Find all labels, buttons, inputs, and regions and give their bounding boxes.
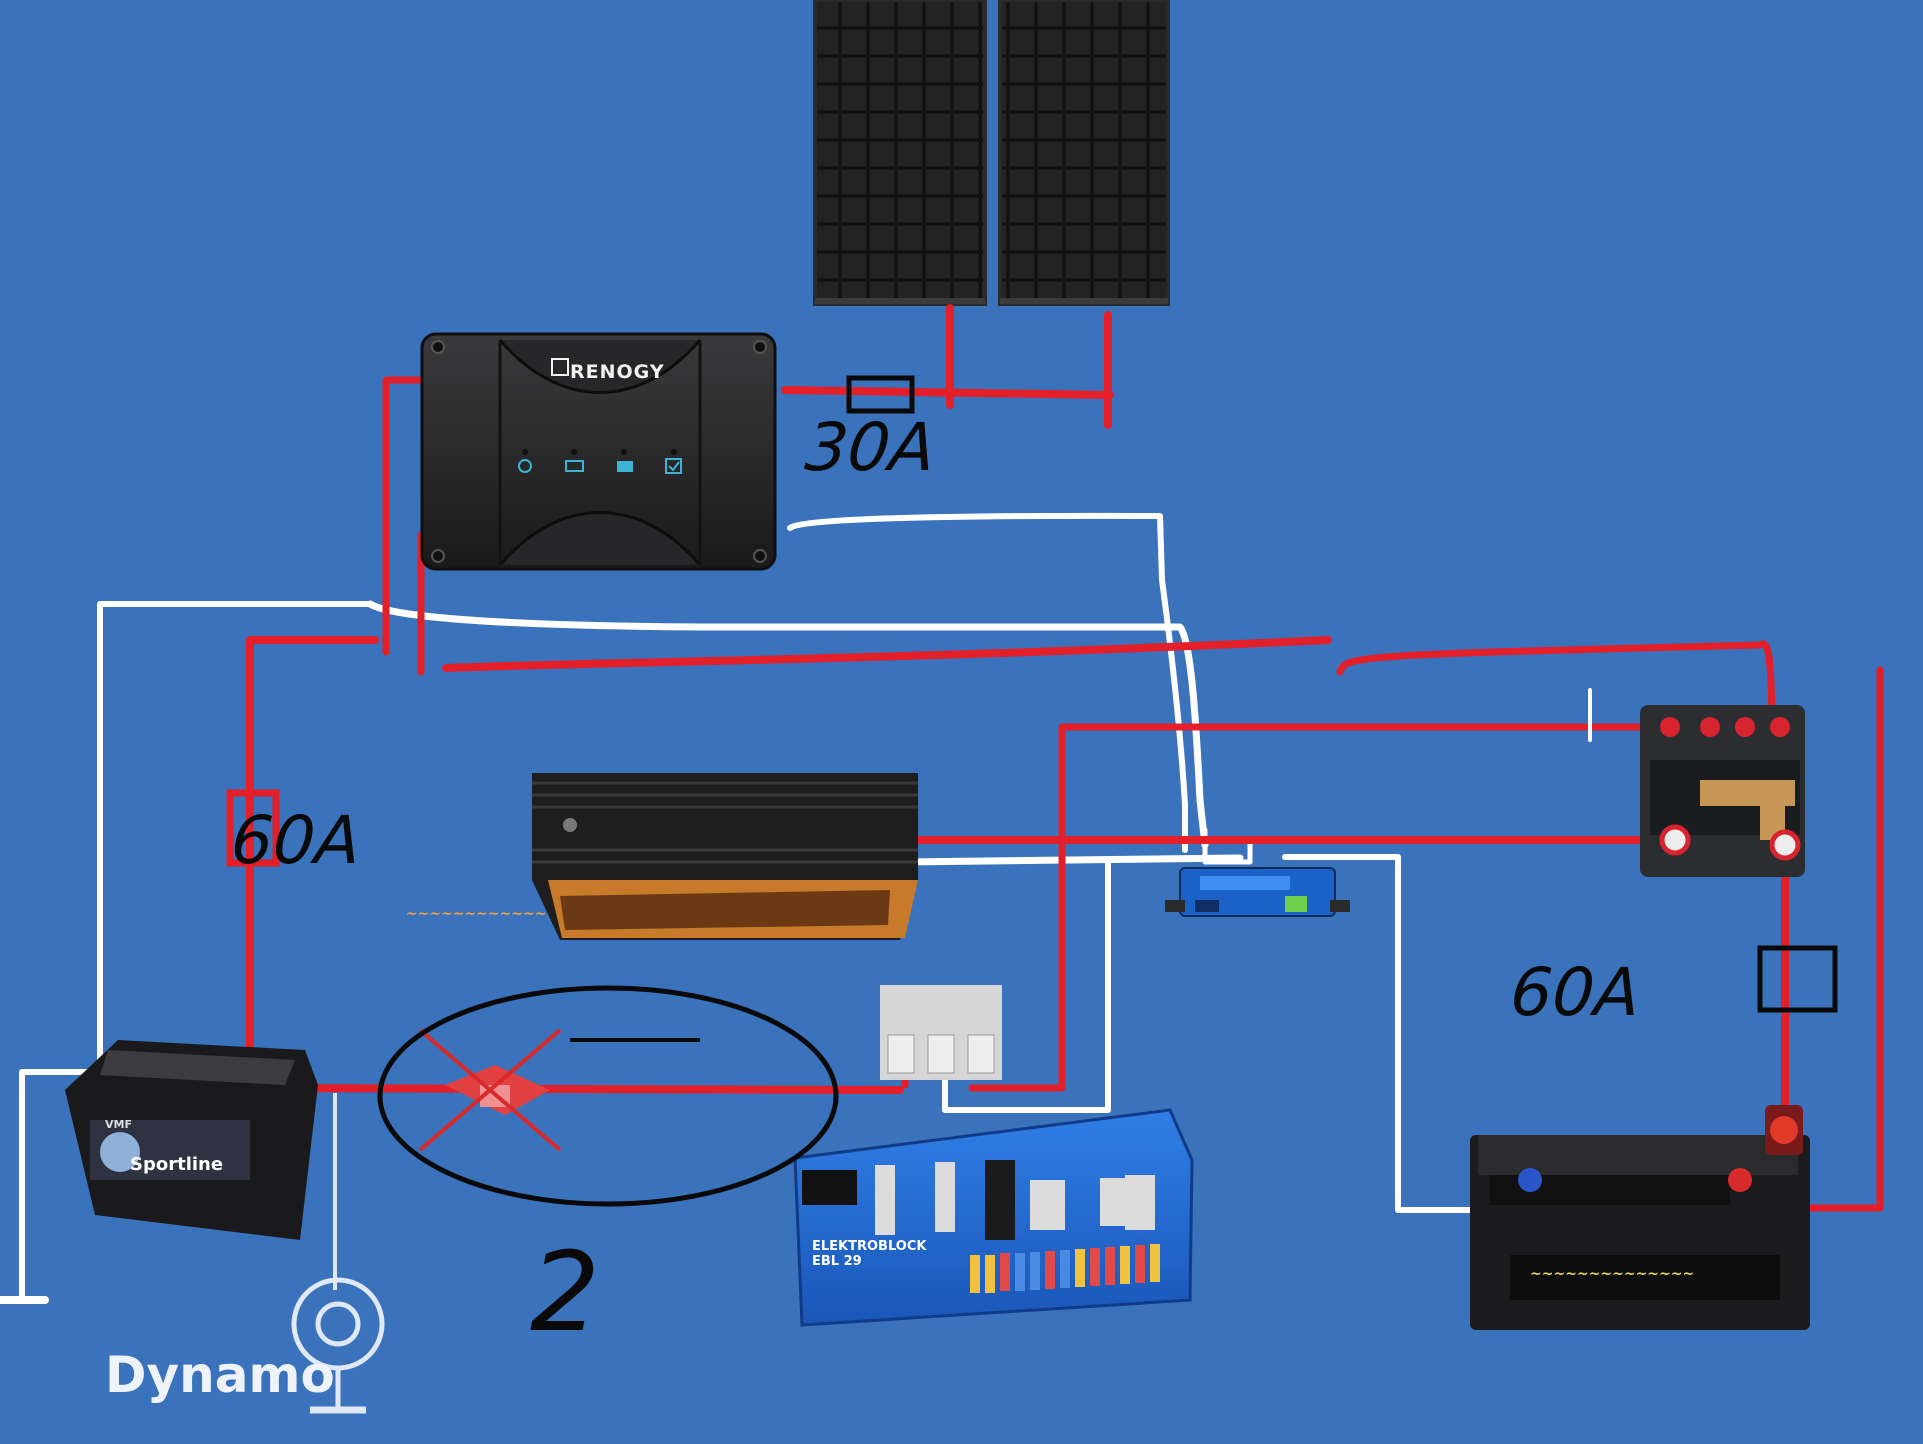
- starter-battery[interactable]: VMF Sportline: [65, 1040, 318, 1240]
- leisure-battery-label: ~~~~~~~~~~~~~~: [1530, 1266, 1694, 1282]
- fuse-icon: [846, 375, 915, 414]
- fuse-leisure-label: 60A: [1508, 954, 1643, 1031]
- charger-model: EBL 29: [812, 1254, 862, 1269]
- fuse-row: [970, 1244, 1160, 1293]
- annotation-circle: [377, 985, 839, 1207]
- dynamo-label: Dynamo: [105, 1346, 335, 1404]
- fuse-icon: [226, 789, 280, 867]
- solar-panel-right: [998, 0, 1170, 306]
- battery-status-icon: [617, 461, 633, 472]
- sun-status-icon: [518, 459, 532, 473]
- check-status-icon: [665, 458, 682, 474]
- panel-status-icon: [565, 460, 584, 472]
- renogy-logo-icon: [551, 358, 569, 376]
- fuse-icon: [1757, 945, 1838, 1013]
- fuse-solar-label: 30A: [802, 409, 939, 486]
- busbar-fuse-block[interactable]: [1640, 705, 1805, 877]
- battery-shunt[interactable]: [1165, 867, 1350, 917]
- dc-dc-booster[interactable]: ~~~~~~~~~~~~: [404, 773, 918, 940]
- mppt-charge-controller[interactable]: RENOGY: [420, 332, 777, 571]
- controller-brand: RENOGY: [570, 361, 665, 383]
- booster-label: ~~~~~~~~~~~~: [404, 906, 548, 922]
- charger-label: ELEKTROBLOCK: [812, 1239, 927, 1254]
- starter-battery-brand: Sportline: [130, 1154, 223, 1175]
- solar-panel-left: [813, 0, 987, 306]
- crossed-out-relay: [418, 1028, 562, 1152]
- fuse-starter-label: 60A: [229, 802, 364, 879]
- leisure-battery[interactable]: ~~~~~~~~~~~~~~: [1470, 1105, 1810, 1330]
- note-number: 2: [530, 1228, 600, 1356]
- starter-battery-maker: VMF: [105, 1118, 132, 1131]
- elektroblock-charger[interactable]: ELEKTROBLOCK EBL 29: [793, 985, 1194, 1327]
- dynamo: [291, 1093, 385, 1414]
